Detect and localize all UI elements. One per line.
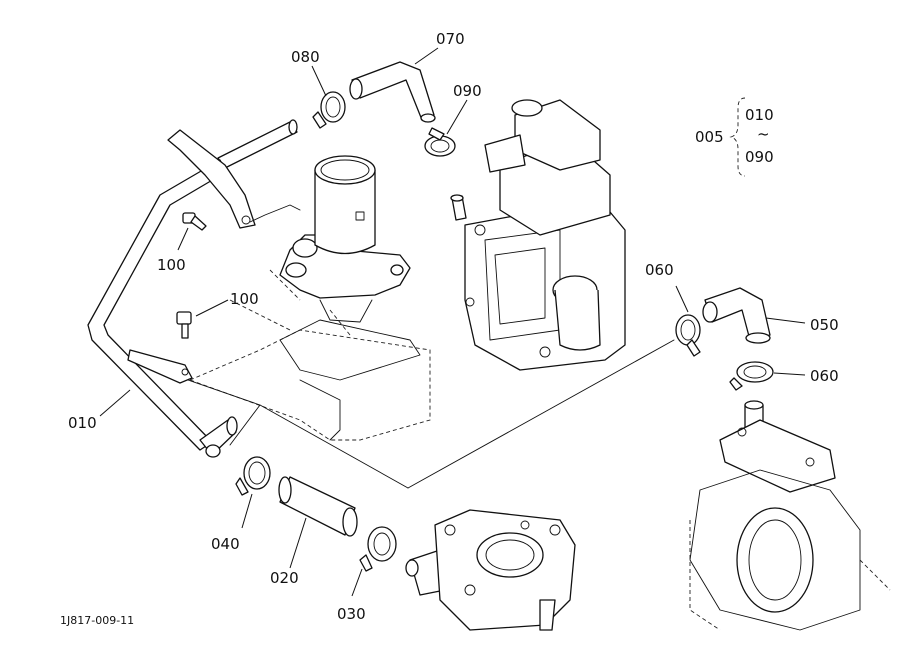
callout-020: 020	[270, 569, 299, 587]
bolt-upper	[182, 212, 207, 231]
callout-010: 010	[68, 414, 97, 432]
callout-100-lower: 100	[230, 290, 259, 308]
callout-070: 070	[436, 30, 465, 48]
assembly-range-end: 090	[745, 148, 774, 166]
lower-right-housing	[689, 400, 891, 631]
leader-lines	[99, 47, 806, 597]
callout-060-upper: 060	[645, 261, 674, 279]
thermostat-housing	[279, 155, 411, 323]
connection-line	[229, 339, 675, 489]
callout-090: 090	[453, 82, 482, 100]
clamp-030	[359, 526, 397, 572]
egr-valve	[450, 99, 626, 371]
clamp-080	[312, 91, 346, 129]
callout-080: 080	[291, 48, 320, 66]
hose-050	[702, 287, 771, 344]
drawing-code: 1J817-009-11	[60, 614, 134, 627]
callout-060-lower: 060	[810, 367, 839, 385]
assembly-parent-label: 005	[695, 128, 724, 146]
clamp-040	[235, 456, 271, 496]
hose-020	[278, 476, 358, 537]
assembly-range-separator: ~	[757, 125, 770, 143]
water-outlet-housing	[405, 509, 576, 631]
engine-block-outline	[188, 269, 431, 441]
bolt-lower	[176, 311, 192, 339]
clamp-090	[424, 127, 456, 157]
assembly-bracket	[729, 97, 746, 177]
callout-030: 030	[337, 605, 366, 623]
callout-labels: 080 070 090 100 100 010 060 050 060 040 …	[68, 30, 839, 623]
callout-040: 040	[211, 535, 240, 553]
callout-100-upper: 100	[157, 256, 186, 274]
clamp-060-lower	[729, 361, 774, 391]
hose-070	[349, 61, 436, 123]
water-pipe	[87, 119, 301, 458]
assembly-range-start: 010	[745, 106, 774, 124]
callout-050: 050	[810, 316, 839, 334]
clamp-060-upper	[675, 314, 701, 357]
